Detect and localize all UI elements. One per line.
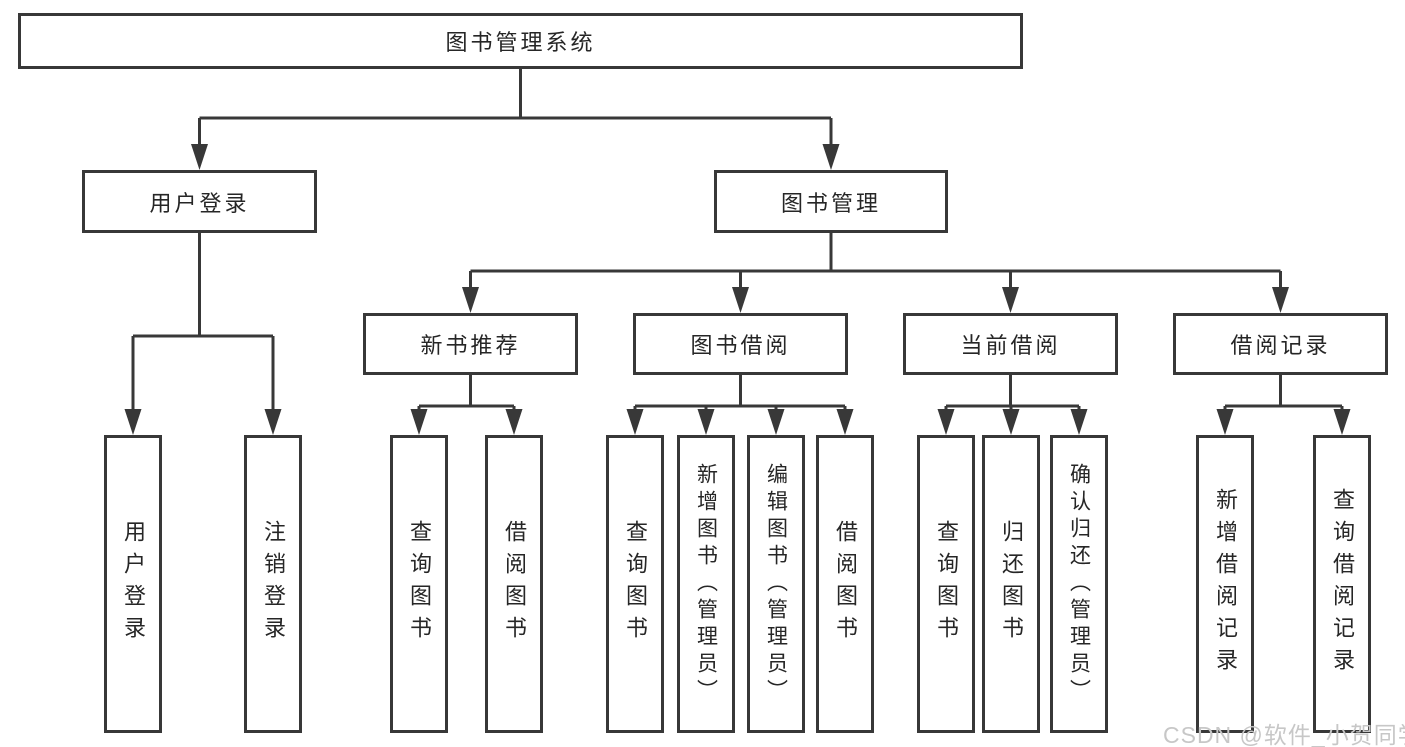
leaf-user-login: 用户登录 [104,435,162,733]
connector-root-to-level2 [191,69,840,170]
connector-recommend-to-leaves [410,375,523,435]
leaf-edit-book-admin: 编辑图书（管理员） [747,435,805,733]
connector-borrowing-to-leaves [626,375,854,435]
node-root: 图书管理系统 [18,13,1023,69]
node-borrow-records: 借阅记录 [1173,313,1388,375]
leaf-return-books: 归还图书 [982,435,1040,733]
leaf-logout-login: 注销登录 [244,435,302,733]
node-new-book-recommend: 新书推荐 [363,313,578,375]
node-book-management-label: 图书管理 [780,190,881,216]
node-book-borrowing-label: 图书借阅 [690,333,791,358]
node-root-label: 图书管理系统 [445,30,596,55]
node-user-login-label: 用户登录 [149,190,250,216]
leaf-query-borrow-record: 查询借阅记录 [1313,435,1371,733]
leaf-add-book-admin: 新增图书（管理员） [677,435,735,733]
connector-login-to-leaves [124,233,282,435]
leaf-query-books-current: 查询图书 [917,435,975,733]
connector-current-to-leaves [937,375,1088,435]
csdn-watermark: CSDN @软件_小贺同学 [1163,722,1405,747]
node-book-borrowing: 图书借阅 [633,313,848,375]
node-user-login: 用户登录 [82,170,317,233]
node-current-borrowing: 当前借阅 [903,313,1118,375]
node-borrow-records-label: 借阅记录 [1230,333,1331,358]
leaf-borrow-books-borrowing: 借阅图书 [816,435,874,733]
connector-mgmt-to-level3 [462,233,1289,313]
node-book-management: 图书管理 [714,170,948,233]
leaf-query-books-recommend: 查询图书 [390,435,448,733]
node-new-book-recommend-label: 新书推荐 [420,333,521,358]
node-current-borrowing-label: 当前借阅 [960,333,1061,358]
leaf-borrow-books-recommend: 借阅图书 [485,435,543,733]
leaf-add-borrow-record: 新增借阅记录 [1196,435,1254,733]
leaf-confirm-return-admin: 确认归还（管理员） [1050,435,1108,733]
leaf-query-books-borrowing: 查询图书 [606,435,664,733]
connector-records-to-leaves [1216,375,1351,435]
